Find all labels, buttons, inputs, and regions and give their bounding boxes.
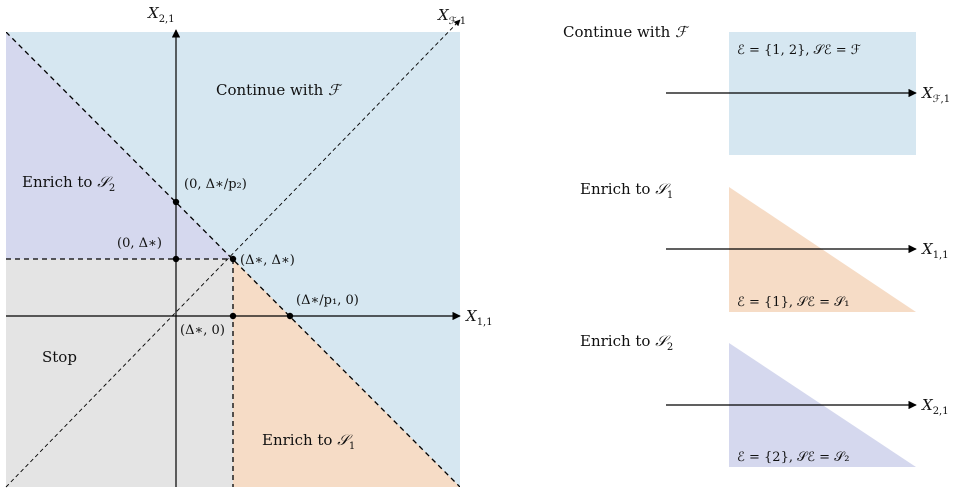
region-enrich-s1-label: Enrich to 𝒮1 <box>262 431 355 452</box>
main-diagram <box>6 32 460 487</box>
antidiagonal-dashed <box>6 32 460 487</box>
region-stop-label: Stop <box>42 348 77 366</box>
panel-enrich-s2-caption: ℰ = {2}, 𝒮ℰ = 𝒮₂ <box>737 450 849 465</box>
panel-enrich-s1: Enrich to 𝒮1 ℰ = {1}, 𝒮ℰ = 𝒮₁ X1,1 <box>580 180 949 312</box>
panel-enrich-s2-title: Enrich to 𝒮2 <box>580 332 673 353</box>
point-delta-p1-0-label: (Δ∗/p₁, 0) <box>296 293 359 308</box>
panel-enrich-s2-axis-label: X2,1 <box>921 396 949 417</box>
point-delta-delta <box>229 255 237 263</box>
point-delta-0-label: (Δ∗, 0) <box>180 323 225 338</box>
panel-continue-title: Continue with ℱ <box>563 23 690 41</box>
point-0-delta-p2-label: (0, Δ∗/p₂) <box>184 177 247 192</box>
x-axis-label: X1,1 <box>465 307 493 328</box>
point-delta-p1-0 <box>286 312 294 320</box>
region-continue-label: Continue with ℱ <box>216 81 343 99</box>
point-delta-delta-label: (Δ∗, Δ∗) <box>240 253 295 268</box>
region-stop <box>6 259 233 487</box>
panel-continue-caption: ℰ = {1, 2}, 𝒮ℰ = ℱ <box>737 43 861 58</box>
panel-continue: Continue with ℱ ℰ = {1, 2}, 𝒮ℰ = ℱ Xℱ,1 <box>563 23 950 155</box>
point-0-delta <box>172 255 180 263</box>
diagonal-axis-xf <box>5 19 461 488</box>
panel-continue-axis-label: Xℱ,1 <box>921 84 950 105</box>
point-0-delta-p2 <box>172 198 180 206</box>
panel-enrich-s1-title: Enrich to 𝒮1 <box>580 180 673 201</box>
panel-enrich-s1-axis-label: X1,1 <box>921 240 949 261</box>
y-axis-label: X2,1 <box>147 4 175 25</box>
panel-enrich-s1-caption: ℰ = {1}, 𝒮ℰ = 𝒮₁ <box>737 295 849 310</box>
panel-enrich-s2: Enrich to 𝒮2 ℰ = {2}, 𝒮ℰ = 𝒮₂ X2,1 <box>580 332 949 467</box>
point-delta-0 <box>229 312 237 320</box>
diag-axis-label: Xℱ,1 <box>437 6 466 27</box>
point-0-delta-label: (0, Δ∗) <box>117 236 162 251</box>
region-enrich-s2-label: Enrich to 𝒮2 <box>22 173 115 194</box>
